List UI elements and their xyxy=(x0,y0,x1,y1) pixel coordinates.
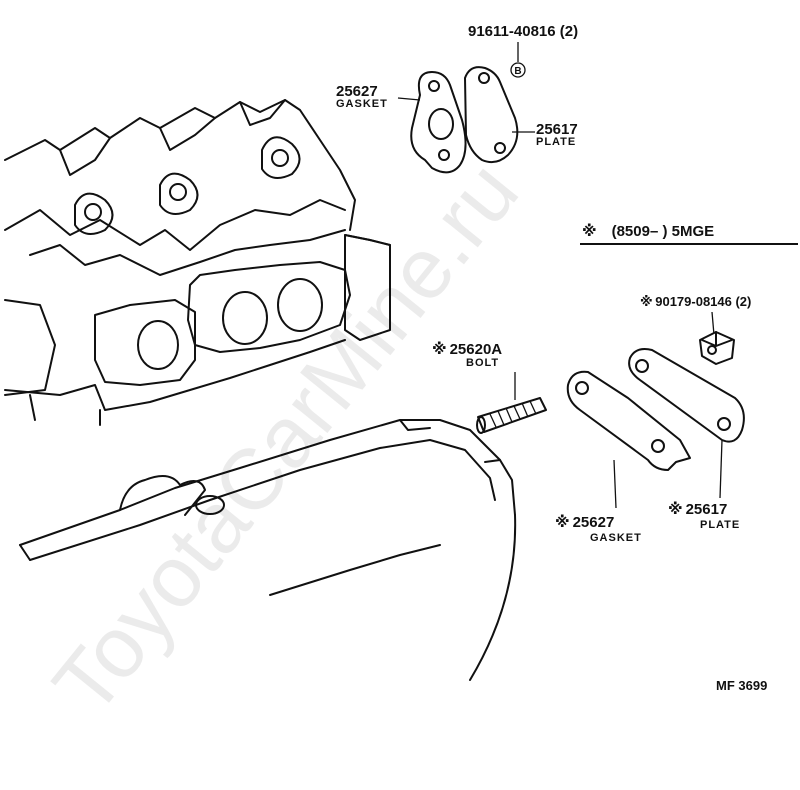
nut-icon xyxy=(699,331,735,365)
intake-manifold-drawing xyxy=(19,419,517,681)
right-gasket-shape xyxy=(566,370,691,471)
top-plate-shape xyxy=(464,66,519,164)
nut-ref-label: ※ 90179-08146 (2) xyxy=(640,294,751,309)
top-bolt-ref-label: 91611-40816 (2) xyxy=(468,23,578,40)
top-gasket-number: 25627 xyxy=(336,83,378,100)
right-plate-number: ※ 25617 xyxy=(668,500,727,518)
right-bolt-name: BOLT xyxy=(466,357,499,369)
stud-bolt-shape xyxy=(476,397,547,434)
top-plate-number: 25617 xyxy=(536,121,578,138)
right-gasket-name: GASKET xyxy=(590,532,642,544)
bolt-symbol-text: B xyxy=(514,66,521,77)
cylinder-head-drawing xyxy=(4,99,391,426)
top-plate-name: PLATE xyxy=(536,136,576,148)
right-bolt-number: ※ 25620A xyxy=(432,340,502,358)
top-gasket-shape xyxy=(410,71,467,174)
watermark-text: ToyotaCarMine.ru xyxy=(35,144,537,732)
top-gasket-name: GASKET xyxy=(336,98,388,110)
drawing-code: MF 3699 xyxy=(716,678,767,693)
bolt-symbol-b-icon: B xyxy=(510,62,526,78)
right-plate-name: PLATE xyxy=(700,519,740,531)
right-plate-shape xyxy=(628,348,745,443)
condition-header-text: ※ (8509– ) 5MGE xyxy=(582,222,714,240)
right-gasket-number: ※ 25627 xyxy=(555,513,614,531)
